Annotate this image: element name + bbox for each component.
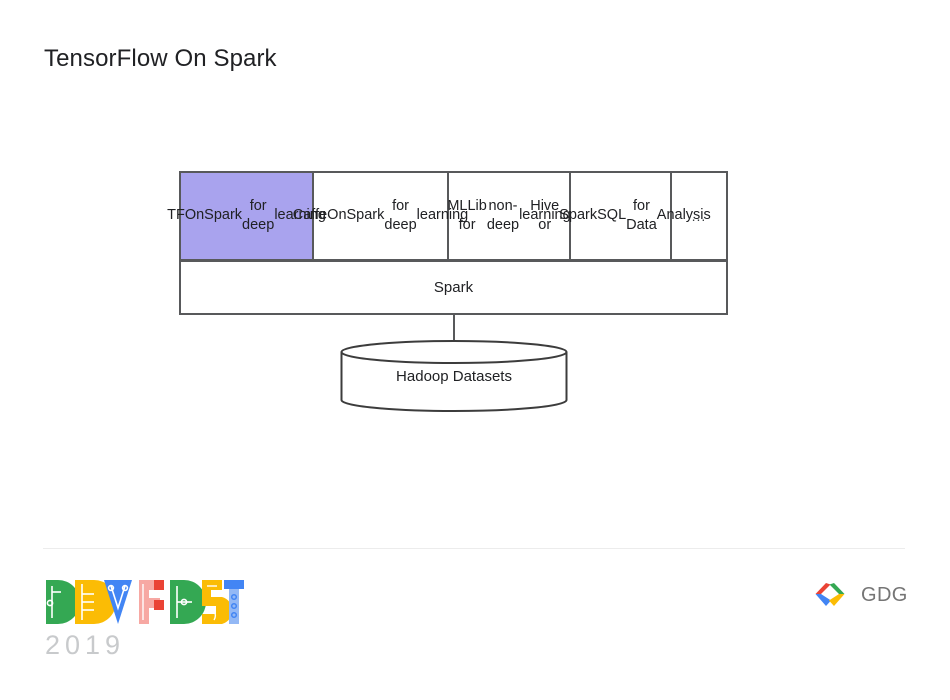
diagram-cell-mllib-line-3: learning — [519, 207, 571, 224]
diagram-cell-hive-line-3: for Data — [626, 197, 657, 233]
architecture-diagram: TFOnSpark for deep learning CaffeOnSpark… — [167, 171, 728, 416]
diagram-cell-hive-sparksql[interactable]: Hive or SparkSQL for Data Analysis — [530, 173, 711, 259]
diagram-cell-more-label: ... — [691, 207, 707, 224]
footer-divider — [43, 548, 905, 549]
framework-layer-row: TFOnSpark for deep learning CaffeOnSpark… — [167, 171, 728, 261]
diagram-cell-mllib[interactable]: MLLib for non-deep learning — [447, 173, 571, 259]
gdg-logo: GDG — [806, 580, 908, 610]
diagram-cell-spark[interactable]: Spark — [179, 260, 728, 315]
diagram-cell-hive-line-2: SparkSQL — [559, 207, 627, 224]
devfest-year-label: 2019 — [45, 630, 126, 660]
diagram-cell-more[interactable]: ... — [672, 173, 726, 259]
diagram-cell-tfonspark[interactable]: TFOnSpark for deep learning — [167, 173, 326, 259]
diagram-cell-caffeonspark-line-2: for deep — [384, 197, 417, 233]
diagram-cell-mllib-line-2: non-deep — [486, 197, 520, 233]
gdg-label: GDG — [861, 583, 908, 606]
diagram-cell-caffeonspark[interactable]: CaffeOnSpark for deep learning — [293, 173, 468, 259]
diagram-cell-hadoop-datasets-label: Hadoop Datasets — [396, 367, 512, 385]
page-title: TensorFlow On Spark — [44, 45, 277, 72]
diagram-cell-hive-line-4: Analysis — [656, 207, 711, 224]
diagram-connector-line — [453, 315, 455, 341]
devfest-wordmark-icon — [46, 580, 244, 624]
diagram-cell-caffeonspark-line-3: learning — [416, 207, 469, 224]
diagram-cell-caffeonspark-line-1: CaffeOnSpark — [292, 207, 385, 224]
diagram-cell-hive-line-1: Hive or — [530, 197, 560, 233]
database-cylinder-icon — [340, 340, 568, 412]
diagram-cell-tfonspark-line-2: for deep — [242, 197, 275, 233]
diagram-cell-mllib-line-1: MLLib for — [447, 197, 487, 233]
devfest-logo — [44, 578, 244, 658]
diagram-cell-spark-label: Spark — [433, 279, 474, 296]
diagram-cell-tfonspark-line-1: TFOnSpark — [167, 207, 243, 224]
diagram-cell-hadoop-datasets[interactable]: Hadoop Datasets — [340, 339, 568, 413]
gdg-chevron-icon — [815, 583, 845, 606]
diagram-cell-tfonspark-line-3: learning — [274, 207, 326, 224]
